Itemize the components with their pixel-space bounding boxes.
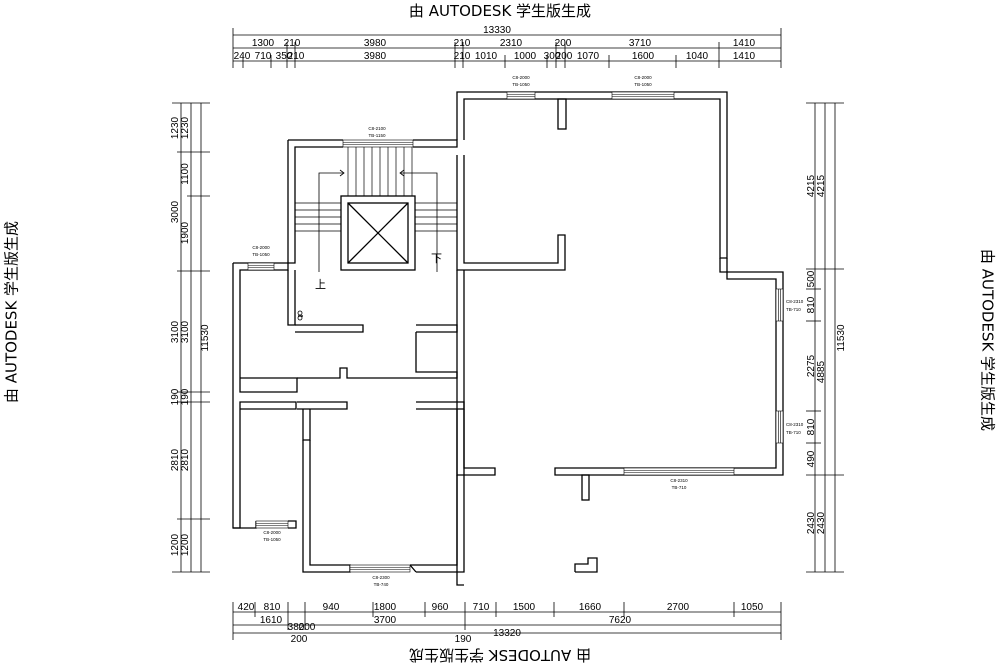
window-label: TB-1050 — [512, 82, 530, 87]
dim-right-r2-5: 490 — [806, 450, 817, 467]
dim-bottom-r1-1: 810 — [264, 602, 281, 613]
dim-top-r1-0: 1300 — [252, 38, 275, 49]
dim-right-total: 11530 — [836, 324, 847, 352]
dim-right-r2-4: 810 — [806, 418, 817, 435]
dim-top-r2-5: 210 — [454, 51, 471, 62]
dim-top-r2-8: 300 — [544, 51, 561, 62]
dim-bottom-r2-4: 7620 — [609, 615, 632, 626]
dim-top-r1-2: 3980 — [364, 38, 387, 49]
window-label: C8-2000 — [512, 75, 530, 80]
dim-top-r2-0: 240 — [234, 51, 251, 62]
dim-top-r2-10: 1070 — [577, 51, 600, 62]
dim-left-r2-6: 1200 — [180, 533, 191, 556]
dim-top-r2-7: 1000 — [514, 51, 537, 62]
dimension-top — [232, 28, 782, 68]
walls — [232, 91, 784, 586]
dim-top-r2-4: 3980 — [364, 51, 387, 62]
dim-left-r1-2: 3100 — [170, 320, 181, 343]
dim-bottom-r1-3: 1800 — [374, 602, 397, 613]
dim-top-r2-11: 1600 — [632, 51, 655, 62]
dim-right-r2-1: 500 — [806, 270, 817, 287]
dim-right-r2-6: 2430 — [806, 511, 817, 534]
window-label: TB-740 — [374, 582, 389, 587]
dim-left-total: 11530 — [200, 324, 211, 352]
window-label: TB-1050 — [263, 537, 281, 542]
watermark-top: 由 AUTODESK 学生版生成 — [408, 2, 592, 20]
dim-bottom-r1-5: 710 — [473, 602, 490, 613]
window-label: C8-2300 — [372, 575, 390, 580]
stair-up-label: 上 — [315, 278, 326, 291]
dim-right-r2-2: 810 — [806, 296, 817, 313]
fixture-circle-icon — [297, 310, 303, 316]
dim-top-r2-3: 210 — [288, 51, 305, 62]
dim-bottom-r1-7: 1660 — [579, 602, 602, 613]
stair-arrows — [318, 169, 438, 272]
dim-left-r2-0: 1230 — [180, 116, 191, 139]
dim-top-r2-13: 1410 — [733, 51, 756, 62]
dim-bottom-total: 13320 — [493, 628, 521, 639]
window-label: C8-2310 — [786, 299, 804, 304]
dim-top-r1-5: 200 — [555, 38, 572, 49]
window-label: TB-710 — [786, 430, 801, 435]
fixture-circle-icon — [297, 315, 303, 321]
dim-left-r1-1: 3000 — [170, 200, 181, 223]
dim-bottom-r1-9: 1050 — [741, 602, 764, 613]
dim-left-r1-0: 1230 — [170, 116, 181, 139]
dim-top-total: 13330 — [483, 25, 511, 36]
window-label: C8-2000 — [252, 245, 270, 250]
dim-right-r2-0: 4215 — [806, 174, 817, 197]
dim-bottom-r1-6: 1500 — [513, 602, 536, 613]
window-label: TB-1050 — [252, 252, 270, 257]
dim-top-r1-6: 3710 — [629, 38, 652, 49]
dim-bottom-r1-0: 420 — [238, 602, 255, 613]
dim-bottom-r2-3: 3700 — [374, 615, 397, 626]
window-label: TB-710 — [672, 485, 687, 490]
stair-down-label: 下 — [431, 252, 442, 265]
dim-left-r2-4: 190 — [180, 388, 191, 405]
dimension-right — [806, 102, 844, 573]
window-label: C8-2000 — [634, 75, 652, 80]
dim-top-r2-12: 1040 — [686, 51, 709, 62]
dim-right-r1-2: 2430 — [816, 511, 827, 534]
dim-top-r1-3: 210 — [454, 38, 471, 49]
dim-top-r2-2: 350 — [276, 51, 293, 62]
dim-right-r2-3: 2275 — [806, 354, 817, 377]
dimension-left — [172, 102, 210, 573]
dim-bottom-r2-2: 200 — [299, 622, 316, 633]
dim-bottom-r3-0: 200 — [291, 634, 308, 645]
dimension-bottom — [232, 602, 782, 640]
dim-bottom-r1-2: 940 — [323, 602, 340, 613]
dim-left-r2-1: 1100 — [180, 163, 191, 185]
window-label: C8-2100 — [368, 126, 386, 131]
dim-right-r1-0: 4215 — [816, 174, 827, 197]
dim-top-r2-9: 200 — [556, 51, 573, 62]
dim-top-r2-6: 1010 — [475, 51, 498, 62]
dim-top-r1-4: 2310 — [500, 38, 523, 49]
window-label: C8-2310 — [786, 422, 804, 427]
dim-bottom-r1-4: 960 — [432, 602, 449, 613]
window-label: C8-2000 — [263, 530, 281, 535]
dim-top-r1-1: 210 — [284, 38, 301, 49]
window-label: TB-710 — [786, 307, 801, 312]
dim-bottom-r2-1: 380 — [288, 622, 305, 633]
stair-treads — [295, 147, 457, 232]
window-label: TB-1050 — [634, 82, 652, 87]
dim-left-r1-3: 190 — [170, 388, 181, 405]
dim-top-r1-7: 1410 — [733, 38, 756, 49]
windows — [247, 91, 784, 573]
dim-bottom-r1-8: 2700 — [667, 602, 690, 613]
dim-left-r1-4: 2810 — [170, 448, 181, 471]
dim-left-r1-5: 1200 — [170, 533, 181, 556]
dim-top-r2-1: 710 — [255, 51, 272, 62]
dim-left-r2-2: 1900 — [180, 221, 191, 244]
dim-left-r2-3: 3100 — [180, 320, 191, 343]
window-label: C8-2310 — [670, 478, 688, 483]
dim-bottom-r3-1: 190 — [455, 634, 472, 645]
window-label: TB-1150 — [369, 133, 386, 138]
dim-left-r2-5: 2810 — [180, 448, 191, 471]
dim-right-r1-1: 4885 — [816, 360, 827, 383]
dim-bottom-r2-0: 1610 — [260, 615, 283, 626]
